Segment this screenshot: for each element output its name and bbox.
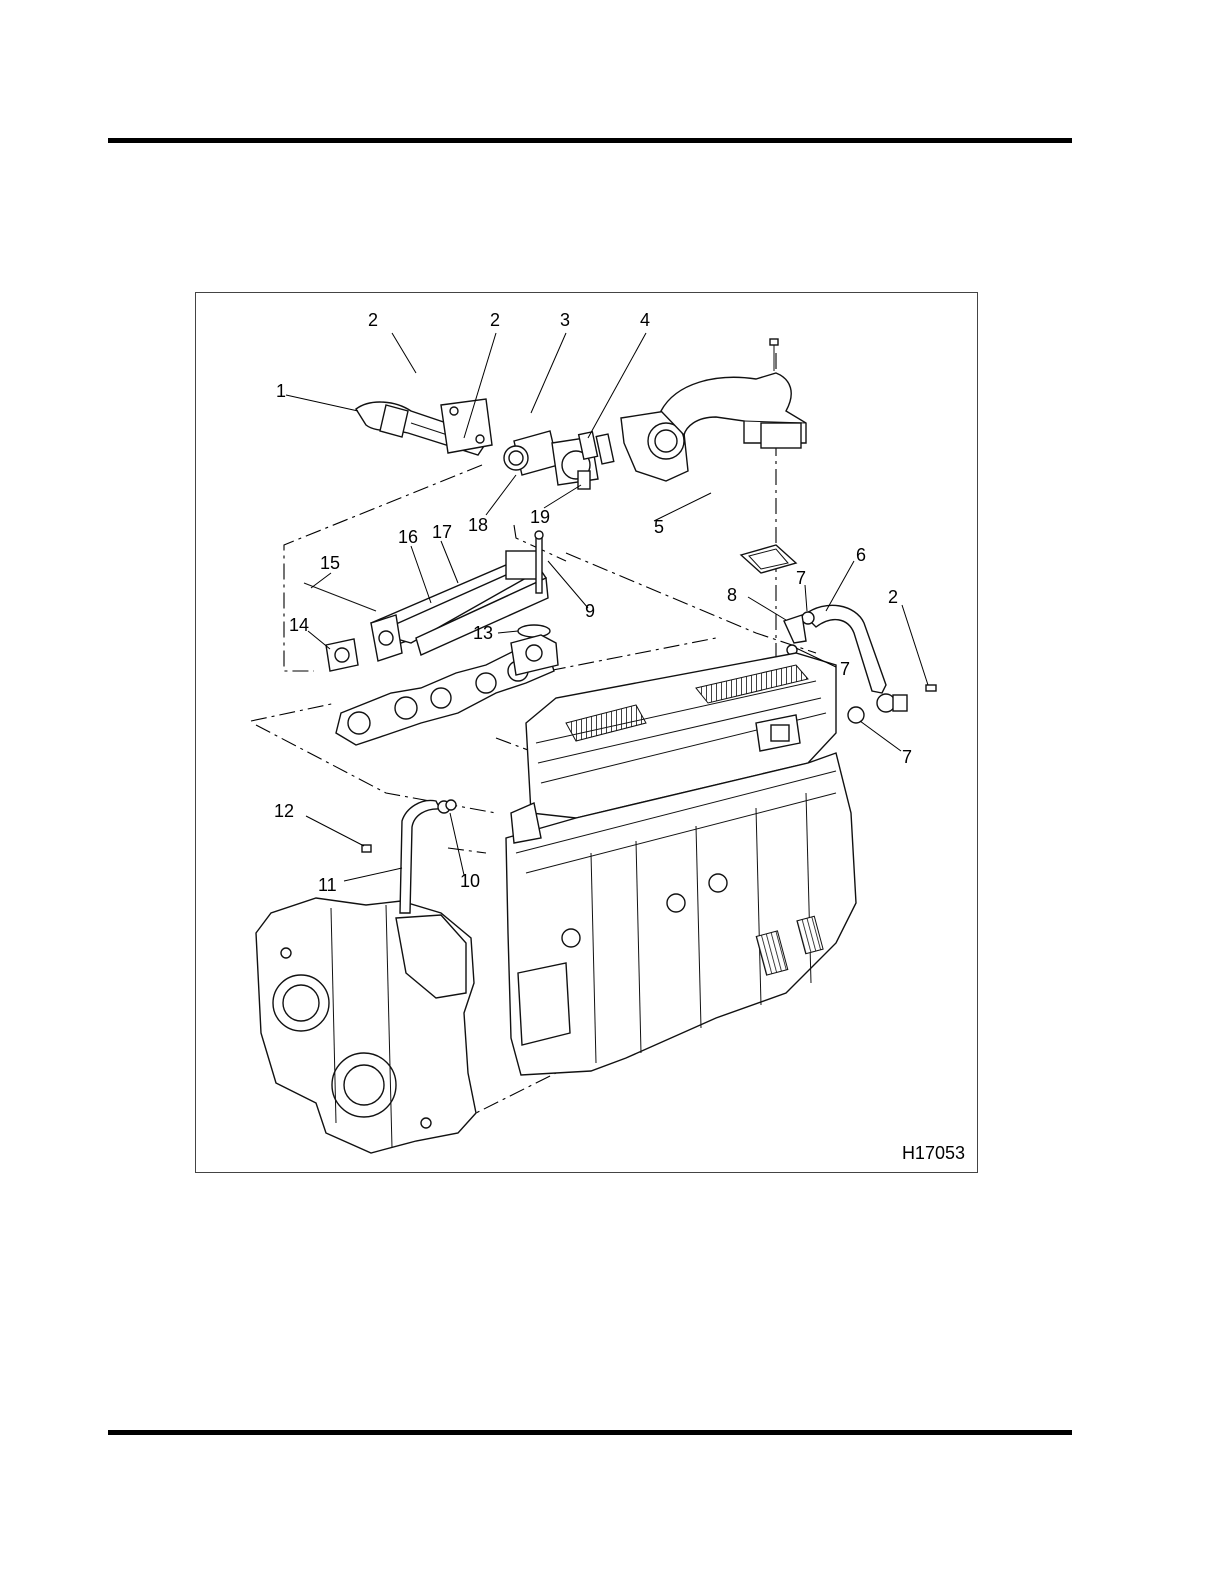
front-cover bbox=[256, 898, 476, 1153]
callout-5: 5 bbox=[654, 517, 664, 537]
small-tube bbox=[362, 800, 456, 913]
callout-2a: 2 bbox=[368, 310, 378, 330]
engine-block bbox=[506, 653, 856, 1075]
footer-rule bbox=[108, 1430, 1072, 1435]
callout-2b: 2 bbox=[490, 310, 500, 330]
callout-7c: 7 bbox=[902, 747, 912, 767]
callout-17: 17 bbox=[432, 522, 452, 542]
callout-12: 12 bbox=[274, 801, 294, 821]
bolt-15 bbox=[304, 583, 376, 611]
exploded-view-drawing: 1 2 2 3 4 5 6 7 8 2 7 7 9 10 11 12 13 14… bbox=[196, 293, 979, 1174]
intake-elbow bbox=[621, 373, 806, 481]
callout-1: 1 bbox=[276, 381, 286, 401]
callout-3: 3 bbox=[560, 310, 570, 330]
elbow-gasket bbox=[741, 545, 796, 573]
callout-14: 14 bbox=[289, 615, 309, 635]
exploded-view-figure: 1 2 2 3 4 5 6 7 8 2 7 7 9 10 11 12 13 14… bbox=[195, 292, 978, 1173]
callout-7b: 7 bbox=[840, 659, 850, 679]
callout-4: 4 bbox=[640, 310, 650, 330]
callout-15: 15 bbox=[320, 553, 340, 573]
bolt-top bbox=[770, 339, 778, 371]
callout-13: 13 bbox=[473, 623, 493, 643]
tube-flange bbox=[441, 399, 492, 453]
callout-11: 11 bbox=[318, 875, 337, 895]
figure-id: H17053 bbox=[902, 1143, 965, 1164]
callout-9: 9 bbox=[585, 601, 595, 621]
callout-7a: 7 bbox=[796, 568, 806, 588]
egr-valve-assembly bbox=[504, 431, 614, 489]
exhaust-manifold bbox=[336, 635, 558, 745]
callout-19: 19 bbox=[530, 507, 550, 527]
header-rule bbox=[108, 138, 1072, 143]
callout-2c: 2 bbox=[888, 587, 898, 607]
callout-10: 10 bbox=[460, 871, 480, 891]
callout-16: 16 bbox=[398, 527, 418, 547]
callout-8: 8 bbox=[727, 585, 737, 605]
callout-6: 6 bbox=[856, 545, 866, 565]
oring-13 bbox=[518, 625, 550, 637]
cooler-gasket bbox=[326, 639, 358, 671]
callout-18: 18 bbox=[468, 515, 488, 535]
